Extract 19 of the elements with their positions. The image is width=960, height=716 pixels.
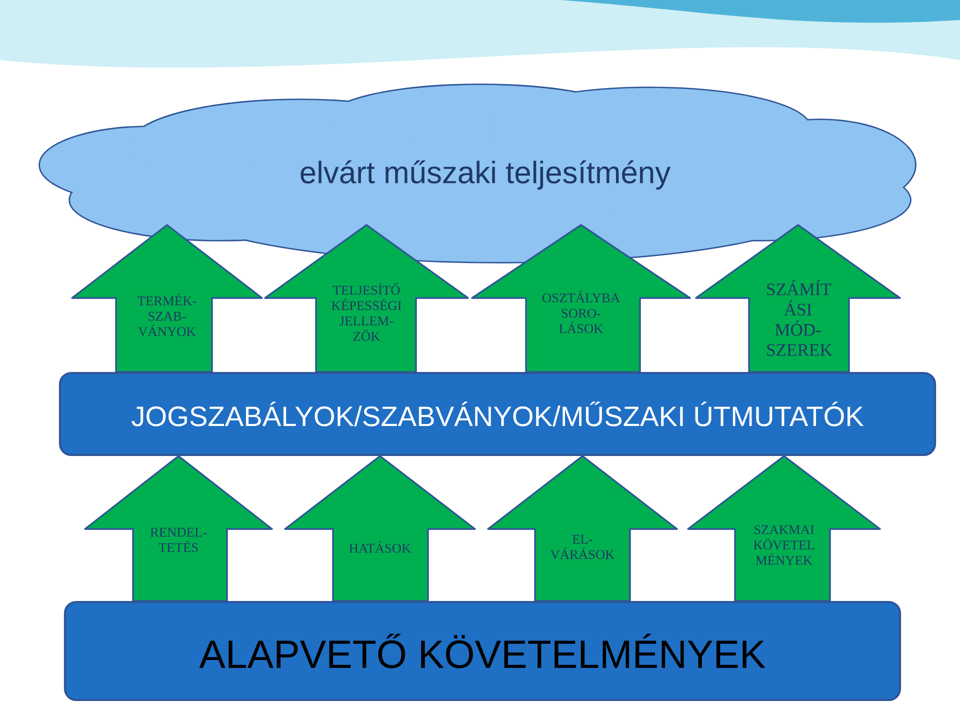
edge-label: OSZTÁLYBA SORO- LÁSOK: [542, 290, 620, 334]
block-arrow: [84, 455, 273, 602]
banner: ALAPVETŐ KÖVETELMÉNYEK: [64, 600, 902, 702]
block-arrow: [284, 455, 476, 602]
edge-label: SZÁMÍT ÁSI MÓD- SZEREK: [767, 280, 832, 356]
edge-label: RENDEL- TETÉS: [150, 528, 207, 552]
edge-label: TELJESÍTŐ KÉPESSÉGI JELLEM- ZÖK: [332, 283, 402, 341]
cloud: elvárt műszaki teljesítmény: [38, 84, 916, 264]
block-arrow: [487, 455, 678, 602]
block-arrow: [687, 455, 881, 602]
edge-label: SZAKMAI KÖVETEL MÉNYEK: [754, 525, 814, 565]
edge-label: HATÁSOK: [349, 541, 412, 553]
block-arrow: [264, 224, 469, 373]
edge-label: EL- VÁRÁSOK: [550, 534, 615, 560]
block-arrow: [71, 224, 263, 373]
edge-label: TERMÉK- SZAB- VÁNYOK: [138, 294, 196, 336]
block-arrow: [695, 224, 901, 373]
banner: JOGSZABÁLYOK/SZABVÁNYOK/MŰSZAKI ÚTMUTATÓK: [58, 372, 936, 456]
block-arrow: [471, 224, 691, 373]
